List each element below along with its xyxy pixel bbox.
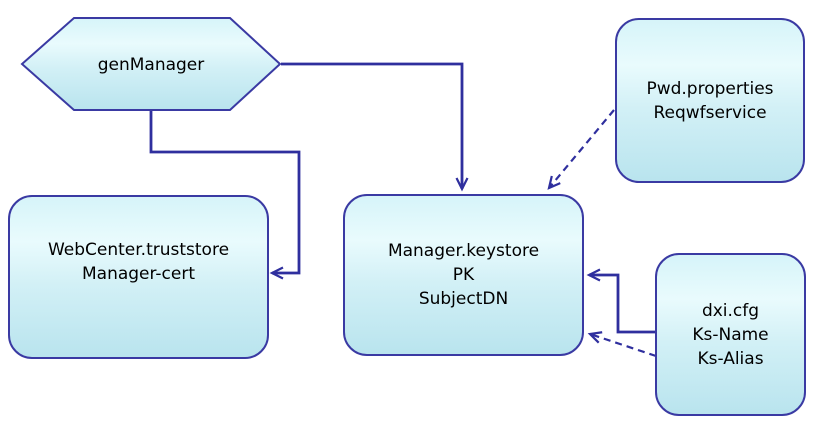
node-manager-keystore: Manager.keystore PK SubjectDN xyxy=(343,194,584,356)
gen-manager-hexagon-shape xyxy=(20,17,282,111)
node-webcenter-truststore-line1: WebCenter.truststore xyxy=(47,240,230,260)
node-gen-manager-label: genManager xyxy=(97,54,205,75)
node-pwd-properties-line2: Reqwfservice xyxy=(653,102,767,123)
node-webcenter-truststore: WebCenter.truststore Manager-cert xyxy=(8,195,269,359)
node-dxi-cfg-line2: Ks-Name xyxy=(692,324,769,345)
node-manager-keystore-line1: Manager.keystore xyxy=(387,241,540,261)
node-dxi-cfg-line1: dxi.cfg xyxy=(701,300,760,321)
node-pwd-properties-line1: Pwd.properties xyxy=(646,78,774,99)
node-pwd-properties: Pwd.properties Reqwfservice xyxy=(615,18,805,183)
edge-dxicfg-to-managerkeystore-dashed xyxy=(587,331,657,358)
edge-dxicfg-to-managerkeystore-solid xyxy=(586,268,655,334)
edge-pwdproperties-to-managerkeystore-dashed xyxy=(547,109,615,190)
node-dxi-cfg: dxi.cfg Ks-Name Ks-Alias xyxy=(655,253,806,416)
node-dxi-cfg-line3: Ks-Alias xyxy=(697,348,764,369)
node-manager-keystore-line2: PK xyxy=(452,265,475,285)
edge-genmanager-to-webcenter xyxy=(149,111,301,280)
edge-genmanager-to-managerkeystore xyxy=(281,62,469,192)
node-webcenter-truststore-line2: Manager-cert xyxy=(81,264,196,284)
node-manager-keystore-line3: SubjectDN xyxy=(418,289,509,309)
